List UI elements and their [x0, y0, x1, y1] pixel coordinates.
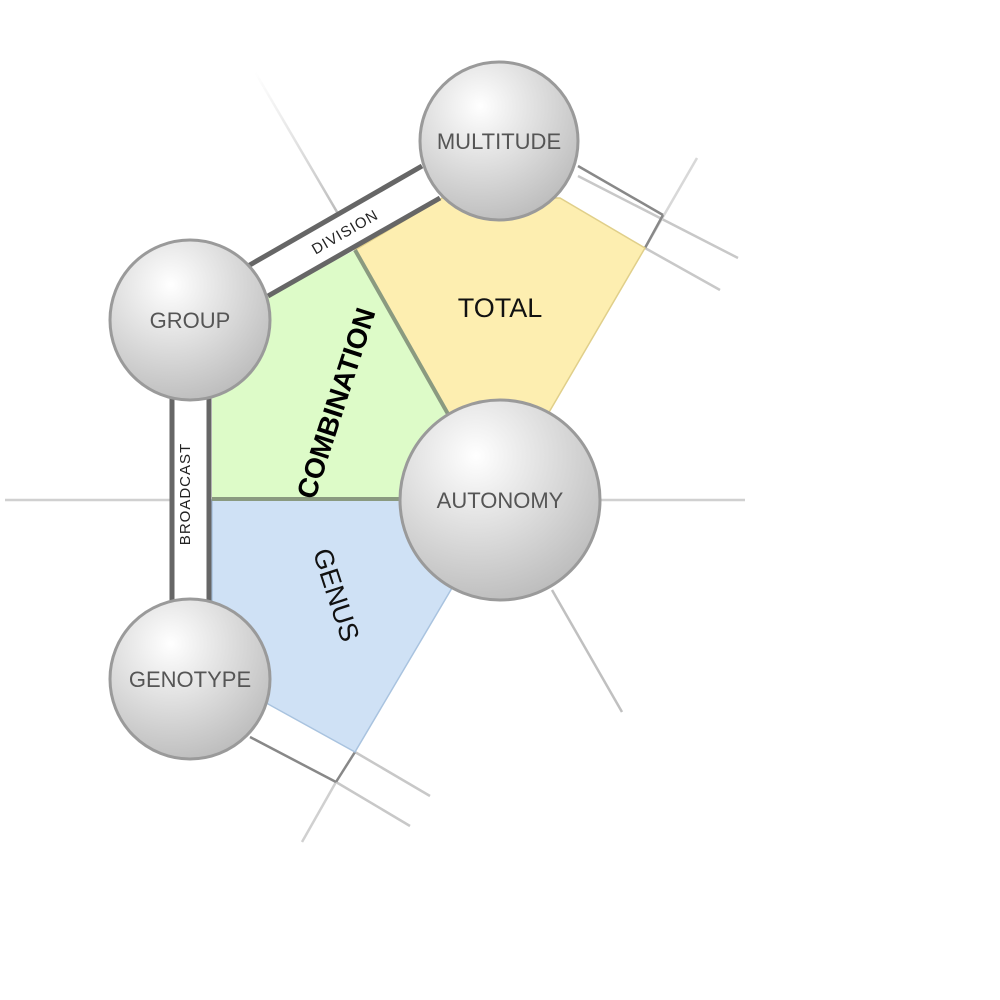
division-band-outer-line [246, 163, 424, 269]
node-group: GROUP [108, 238, 272, 402]
autonomy-sphere [398, 398, 602, 602]
group-sphere [108, 238, 272, 402]
broadcast-edge: BROADCAST [169, 395, 212, 605]
grid-line [354, 750, 431, 798]
division-band [248, 166, 440, 296]
division-band-inner-line [266, 195, 442, 299]
autonomy-label: AUTONOMY [437, 488, 564, 513]
ribbon-end-bottom [334, 751, 357, 783]
node-genotype: GENOTYPE [108, 597, 272, 761]
grid-line [550, 589, 624, 713]
group-label: GROUP [150, 308, 231, 333]
grid-line [335, 780, 411, 828]
total-label: TOTAL [458, 293, 543, 323]
ribbon-edge-lower-left [249, 735, 337, 784]
grid-line [577, 174, 739, 260]
total-combination-border [353, 249, 450, 415]
genotype-label: GENOTYPE [129, 667, 251, 692]
region-borders [212, 249, 450, 501]
ribbon-end-right [643, 214, 665, 249]
grid-line [644, 246, 721, 292]
node-autonomy: AUTONOMY [398, 398, 602, 602]
genotype-sphere [108, 597, 272, 761]
ribbon-edge-upper-right [577, 164, 664, 217]
grid-line [253, 71, 339, 213]
grid-line [300, 781, 338, 843]
broadcast-label: BROADCAST [177, 443, 194, 545]
node-multitude: MULTITUDE [418, 60, 580, 222]
multitude-sphere [418, 60, 580, 222]
multitude-label: MULTITUDE [437, 129, 561, 154]
outer-ribbons [249, 164, 665, 784]
broadcast-band [172, 395, 209, 605]
